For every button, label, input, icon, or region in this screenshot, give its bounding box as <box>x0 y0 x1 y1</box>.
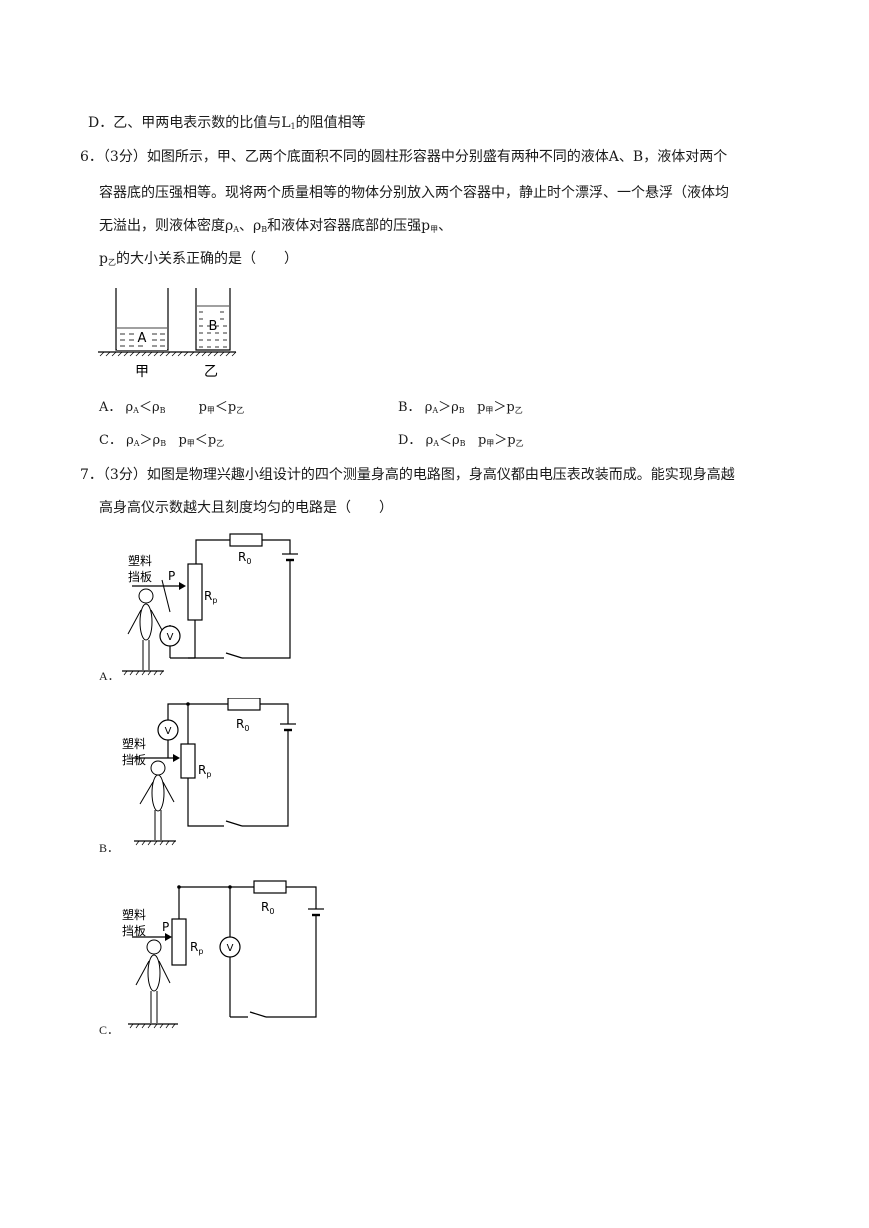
r0-resistor <box>253 880 287 894</box>
voltmeter-label: V <box>167 632 174 643</box>
container-yi-label: 乙 <box>204 364 218 380</box>
person-figure <box>135 939 171 1023</box>
q6-line-4: p乙的大小关系正确的是（ ） <box>99 251 298 267</box>
q6-line-1: 6．（3分）如图所示，甲、乙两个底面积不同的圆柱形容器中分别盛有两种不同的液体A… <box>80 149 728 165</box>
q6-containers-figure: A B 甲 乙 <box>98 288 237 380</box>
rp-resistor <box>187 563 203 621</box>
r0-label: R0 <box>238 550 251 566</box>
r0-label: R0 <box>236 717 249 733</box>
voltmeter-icon <box>159 625 181 647</box>
circuit-c-figure: V 塑料 挡板 P Rp R0 <box>122 880 324 1029</box>
baffle-label-1: 塑料 <box>122 736 146 751</box>
person-figure <box>139 760 175 840</box>
baffle-label-2: 挡板 <box>128 570 152 584</box>
q6-option-c[interactable]: C． ρA＞ρB p甲＜p乙 <box>99 433 225 448</box>
slider-arrow-icon <box>165 933 172 941</box>
slider-p-label: P <box>168 569 175 583</box>
circuit-b-figure: V 塑料 挡板 Rp R0 <box>122 698 296 846</box>
circuit-a-option-label[interactable]: A． <box>99 669 120 683</box>
slider-arrow-icon <box>179 582 186 590</box>
baffle-label-2: 挡板 <box>122 753 146 767</box>
r0-label: R0 <box>261 900 274 916</box>
q6-option-b[interactable]: B． ρA＞ρB p甲＞p乙 <box>398 400 523 415</box>
q6-line-3: 无溢出，则液体密度ρA、ρB和液体对容器底部的压强p甲、 <box>99 218 453 234</box>
baffle-label-1: 塑料 <box>128 553 152 568</box>
circuit-a-figure: V 塑料 挡板 P Rp R0 <box>122 533 298 676</box>
switch-icon <box>225 652 243 659</box>
q5-option-d: D．乙、甲两电表示数的比值与L1的阻值相等 <box>88 115 366 131</box>
q7-line-1: 7．（3分）如图是物理兴趣小组设计的四个测量身高的电路图，身高仪都由电压表改装而… <box>80 467 735 483</box>
person-figure <box>127 588 163 670</box>
q6-line-2: 容器底的压强相等。现将两个质量相等的物体分别放入两个容器中，静止时个漂浮、一个悬… <box>99 185 729 201</box>
container-yi <box>195 288 231 351</box>
switch-icon <box>249 1011 267 1018</box>
circuit-c-option-label[interactable]: C． <box>99 1023 120 1037</box>
container-jia-label: 甲 <box>135 364 149 380</box>
circuit-b-option-label[interactable]: B． <box>99 841 120 855</box>
slider-p-label: P <box>162 920 169 934</box>
baffle-label-2: 挡板 <box>122 924 146 938</box>
q6-option-a[interactable]: A． ρA＜ρB p甲＜p乙 <box>99 400 245 415</box>
rp-label: Rp <box>198 763 211 779</box>
r0-resistor <box>227 698 261 711</box>
container-jia <box>115 288 169 351</box>
slider-arrow-icon <box>173 754 180 762</box>
switch-icon <box>225 820 243 827</box>
rp-label: Rp <box>190 940 203 956</box>
baffle-label-1: 塑料 <box>122 907 146 922</box>
q6-option-d[interactable]: D． ρA＜ρB p甲＞p乙 <box>398 433 524 448</box>
r0-resistor <box>229 533 263 547</box>
rp-resistor <box>180 743 196 779</box>
liquid-a-label: A <box>138 331 147 346</box>
rp-label: Rp <box>204 589 217 605</box>
rp-resistor <box>171 918 187 966</box>
q7-line-2: 高身高仪示数越大且刻度均匀的电路是（ ） <box>99 500 393 516</box>
liquid-b-label: B <box>209 319 218 334</box>
voltmeter-label: V <box>227 943 234 954</box>
voltmeter-label: V <box>165 726 172 737</box>
